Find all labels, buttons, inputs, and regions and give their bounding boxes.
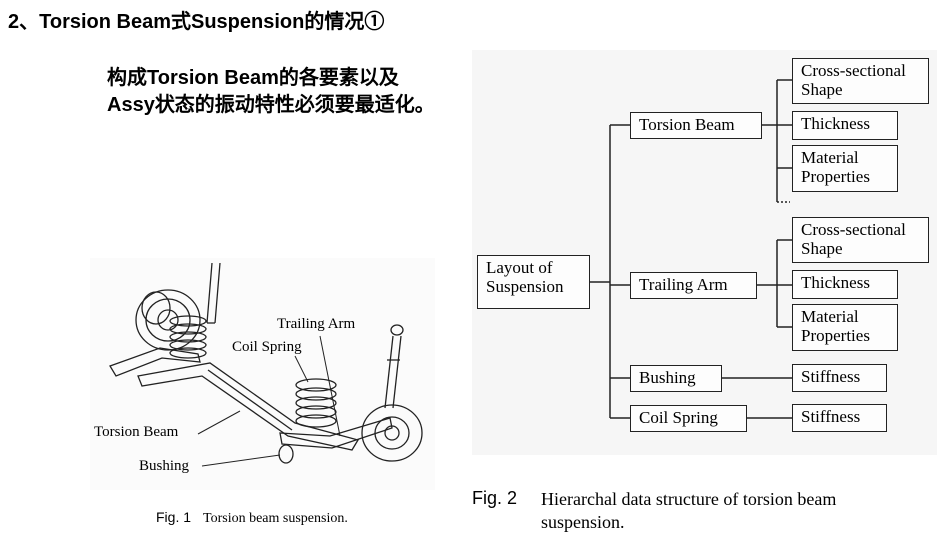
label-bushing: Bushing bbox=[139, 458, 190, 474]
leaf-label-line: Cross-sectional bbox=[801, 61, 906, 80]
node-torsion-beam: Torsion Beam bbox=[630, 112, 762, 139]
leaf-bushing-stiffness: Stiffness bbox=[792, 364, 887, 392]
leaf-label-line: Properties bbox=[801, 167, 870, 186]
fig2-caption-text: Hierarchal data structure of torsion bea… bbox=[541, 489, 837, 532]
fig1-caption: Fig. 1 Torsion beam suspension. bbox=[156, 509, 348, 527]
hierarchy-connectors bbox=[590, 79, 792, 419]
label-trailing-arm: Trailing Arm bbox=[277, 316, 356, 332]
leaf-torsion-beam-cross-sectional-shape: Cross-sectional Shape bbox=[792, 58, 929, 104]
leaf-coil-spring-stiffness: Stiffness bbox=[792, 404, 887, 432]
fig1-caption-text: Torsion beam suspension. bbox=[203, 511, 348, 526]
leaf-label-line: Properties bbox=[801, 326, 870, 345]
left-coil-spring bbox=[169, 315, 207, 359]
node-trailing-arm: Trailing Arm bbox=[630, 272, 757, 299]
leaf-trailing-arm-thickness: Thickness bbox=[792, 270, 898, 299]
leaf-trailing-arm-cross-sectional-shape: Cross-sectional Shape bbox=[792, 217, 929, 263]
left-trailing-arm bbox=[109, 347, 201, 377]
node-coil-spring: Coil Spring bbox=[630, 405, 747, 432]
slide-title: 2、Torsion Beam式Suspension的情况① bbox=[8, 11, 385, 33]
leaf-torsion-beam-thickness: Thickness bbox=[792, 111, 898, 140]
fig1-illustration: Trailing Arm Coil Spring Torsion Beam Bu… bbox=[90, 258, 435, 490]
right-coil-spring bbox=[295, 378, 337, 428]
right-shock-absorber bbox=[384, 324, 404, 409]
subtitle: 构成Torsion Beam的各要素以及 Assy状态的振动特性必须要最适化。 bbox=[107, 65, 435, 119]
right-wheel-hub bbox=[361, 404, 423, 462]
label-coil-spring: Coil Spring bbox=[232, 339, 302, 355]
leaf-label-line: Shape bbox=[801, 239, 843, 258]
fig1-caption-number: Fig. 1 bbox=[156, 509, 192, 525]
node-bushing: Bushing bbox=[630, 365, 722, 392]
leaf-label-line: Shape bbox=[801, 80, 843, 99]
node-label-line: Layout of bbox=[486, 258, 553, 277]
leaf-torsion-beam-material-properties: Material Properties bbox=[792, 145, 898, 192]
torsion-beam bbox=[137, 362, 360, 451]
left-shock-absorber bbox=[206, 262, 221, 324]
suspension-drawing bbox=[109, 262, 423, 467]
leaf-label-line: Cross-sectional bbox=[801, 220, 906, 239]
subtitle-line-2: Assy状态的振动特性必须要最适化。 bbox=[107, 94, 435, 116]
bushing-part bbox=[278, 444, 294, 464]
node-layout-of-suspension: Layout of Suspension bbox=[477, 255, 590, 309]
left-wheel-hub bbox=[135, 289, 201, 351]
leaf-label-line: Material bbox=[801, 307, 859, 326]
node-label-line: Suspension bbox=[486, 277, 564, 296]
label-torsion-beam: Torsion Beam bbox=[94, 424, 179, 440]
right-trailing-arm bbox=[279, 417, 393, 449]
leader-lines bbox=[197, 335, 341, 467]
fig2-caption-number: Fig. 2 bbox=[472, 488, 518, 508]
leaf-trailing-arm-material-properties: Material Properties bbox=[792, 304, 898, 351]
leaf-label-line: Material bbox=[801, 148, 859, 167]
subtitle-line-1: 构成Torsion Beam的各要素以及 bbox=[107, 67, 399, 89]
fig2-hierarchy-diagram: Layout of Suspension Torsion Beam Traili… bbox=[472, 50, 937, 455]
